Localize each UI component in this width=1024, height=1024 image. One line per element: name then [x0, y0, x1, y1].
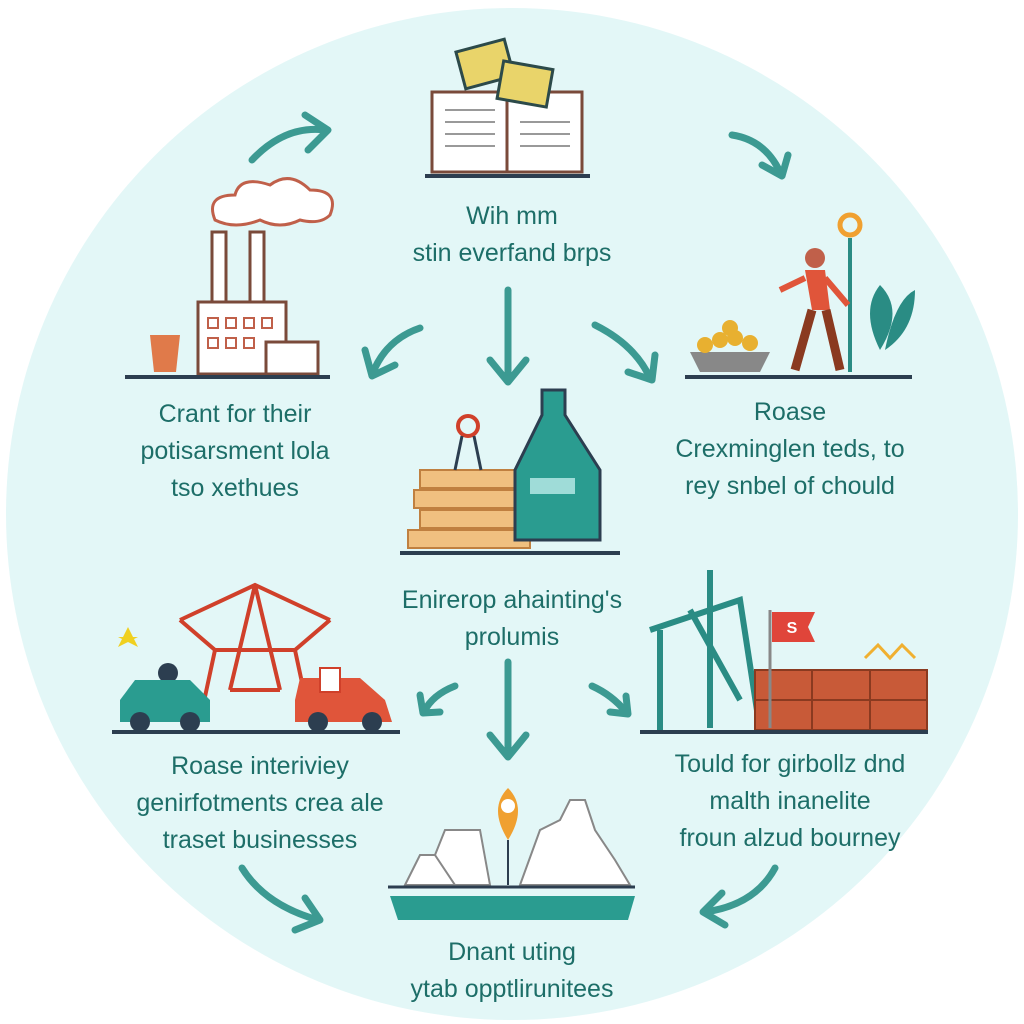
oil-rig-icon: S: [640, 570, 928, 734]
node-label-bottom: Dnant uting ytab opptlirunitees: [362, 934, 662, 1008]
bottle-crates-icon: [400, 388, 620, 555]
person-harvest-icon: [685, 212, 915, 379]
node-label-lower-right: Tould for girbollz dnd malth inanelite f…: [640, 746, 940, 857]
label-line: Crant for their: [158, 400, 312, 428]
label-line: Roase interiviey: [171, 752, 349, 780]
node-label-center: Enirerop ahainting's prolumis: [362, 582, 662, 656]
node-label-upper-left: Crant for their potisarsment lola tso xe…: [100, 396, 370, 507]
label-line: potisarsment lola: [140, 437, 330, 465]
arrow-icon: [486, 658, 530, 761]
node-label-lower-left: Roase interiviey genirfotments crea ale …: [110, 748, 410, 859]
label-line: Enirerop ahainting's: [401, 586, 623, 614]
arrow-icon: [416, 682, 459, 717]
book-icon: [425, 37, 590, 178]
flag-label: S: [787, 620, 798, 637]
label-line: prolumis: [464, 623, 560, 651]
label-line: genirfotments crea ale: [136, 789, 384, 817]
arrow-icon: [591, 321, 659, 384]
label-line: Wih mm: [466, 202, 558, 230]
label-line: stin everfand brps: [412, 239, 612, 267]
arrow-icon: [486, 286, 530, 386]
city-location-icon: [388, 788, 635, 920]
arrow-icon: [588, 682, 632, 718]
label-line: tso xethues: [171, 474, 299, 502]
label-line: Dnant uting: [448, 938, 576, 966]
arrow-icon: [248, 111, 332, 164]
arrow-icon: [699, 864, 779, 929]
factory-icon: [125, 177, 334, 379]
label-line: rey snbel of chould: [685, 472, 895, 500]
label-line: ytab opptlirunitees: [410, 975, 614, 1003]
label-line: Crexminglen teds, to: [675, 435, 905, 463]
arrow-icon: [361, 324, 424, 380]
node-label-top: Wih mm stin everfand brps: [362, 198, 662, 272]
label-line: malth inanelite: [709, 787, 871, 815]
cars-crane-icon: [112, 582, 400, 734]
label-line: Tould for girbollz dnd: [674, 750, 906, 778]
arrow-icon: [238, 864, 324, 934]
node-label-upper-right: Roase Crexminglen teds, to rey snbel of …: [650, 394, 930, 505]
label-line: traset businesses: [162, 826, 358, 854]
label-line: Roase: [753, 398, 827, 426]
label-line: froun alzud bourney: [679, 824, 901, 852]
arrow-icon: [728, 131, 792, 180]
